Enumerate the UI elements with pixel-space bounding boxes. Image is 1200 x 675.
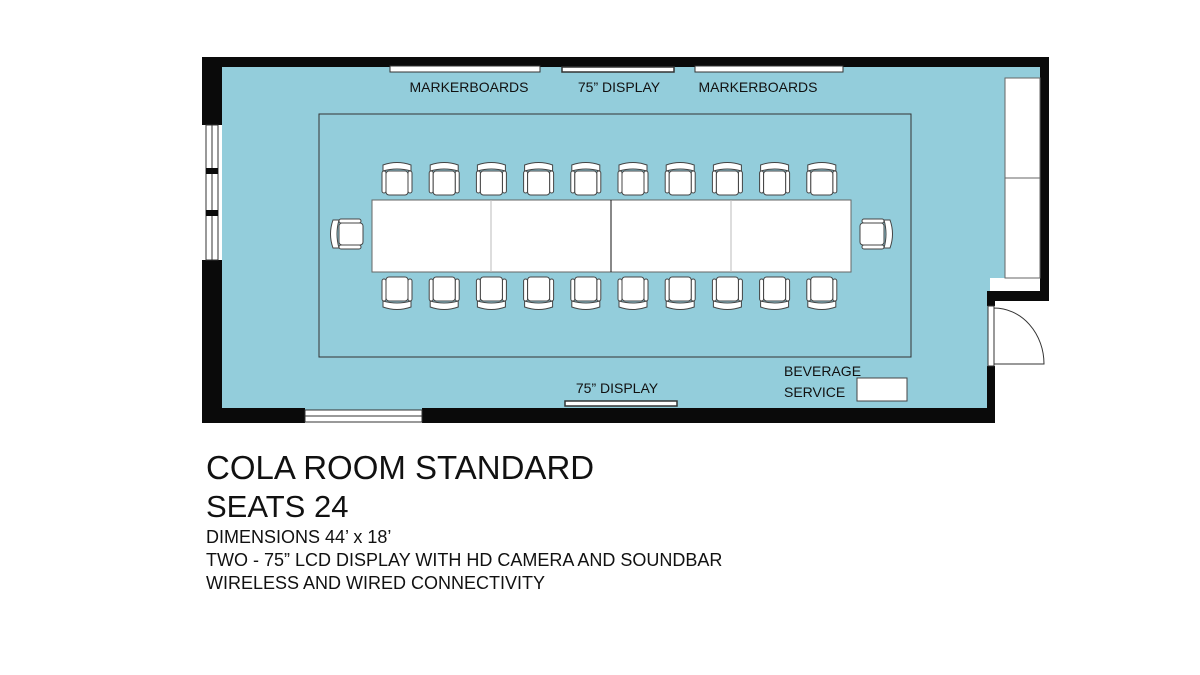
chair-bottom <box>428 276 460 310</box>
label-display-bottom: 75” DISPLAY <box>576 380 659 396</box>
chair-bottom <box>759 276 791 310</box>
room-connectivity: WIRELESS AND WIRED CONNECTIVITY <box>206 573 546 593</box>
chair-bottom <box>381 276 413 310</box>
display-bottom <box>564 400 678 407</box>
chair-top <box>664 162 696 196</box>
chair-bottom <box>617 276 649 310</box>
label-markerboards-left: MARKERBOARDS <box>409 79 528 95</box>
walls <box>202 57 1049 423</box>
markerboard-left <box>389 65 541 73</box>
room-av-equipment: TWO - 75” LCD DISPLAY WITH HD CAMERA AND… <box>206 550 723 570</box>
chairs <box>330 162 893 310</box>
chair-bottom <box>806 276 838 310</box>
chair-top <box>759 162 791 196</box>
floor-plan: MARKERBOARDS 75” DISPLAY MARKERBOARDS 75… <box>202 57 1049 423</box>
label-markerboards-right: MARKERBOARDS <box>698 79 817 95</box>
wall-bottom-right <box>422 408 995 423</box>
wall-right-bottom <box>987 366 995 423</box>
wall-top <box>202 57 1049 67</box>
wall-notch <box>987 291 1049 301</box>
rug-outline <box>318 113 912 358</box>
chair-bottom <box>711 276 743 310</box>
room-caption: COLA ROOM STANDARD SEATS 24 DIMENSIONS 4… <box>206 448 722 595</box>
chair-top <box>428 162 460 196</box>
chair-bottom <box>570 276 602 310</box>
label-display-top: 75” DISPLAY <box>578 79 661 95</box>
beverage-counter <box>856 377 908 402</box>
window-bottom <box>304 409 423 423</box>
chair-bottom <box>664 276 696 310</box>
window-left <box>205 124 219 261</box>
wall-right <box>1040 57 1049 301</box>
label-beverage-line1: BEVERAGE <box>784 363 861 379</box>
label-beverage-line2: SERVICE <box>784 384 845 400</box>
chair-top <box>617 162 649 196</box>
chair-bottom <box>475 276 507 310</box>
credenza <box>1004 77 1041 279</box>
chair-top <box>523 162 555 196</box>
chair-top <box>475 162 507 196</box>
wall-right-lower <box>987 291 995 306</box>
chair-top <box>806 162 838 196</box>
room-capacity: SEATS 24 <box>206 489 349 524</box>
wall-left-lower <box>202 260 222 423</box>
chair-bottom <box>523 276 555 310</box>
chair-top <box>711 162 743 196</box>
chair-top <box>570 162 602 196</box>
room-title: COLA ROOM STANDARD <box>206 449 595 486</box>
display-top <box>561 66 675 73</box>
wall-bottom-left <box>202 408 305 423</box>
chair-top <box>381 162 413 196</box>
wall-left-upper <box>202 57 222 125</box>
room-dimensions: DIMENSIONS 44’ x 18’ <box>206 527 392 547</box>
markerboard-right <box>694 65 844 73</box>
chair-end-right <box>859 218 893 250</box>
chair-end-left <box>330 218 364 250</box>
door <box>987 305 1045 367</box>
conference-table <box>371 199 852 273</box>
